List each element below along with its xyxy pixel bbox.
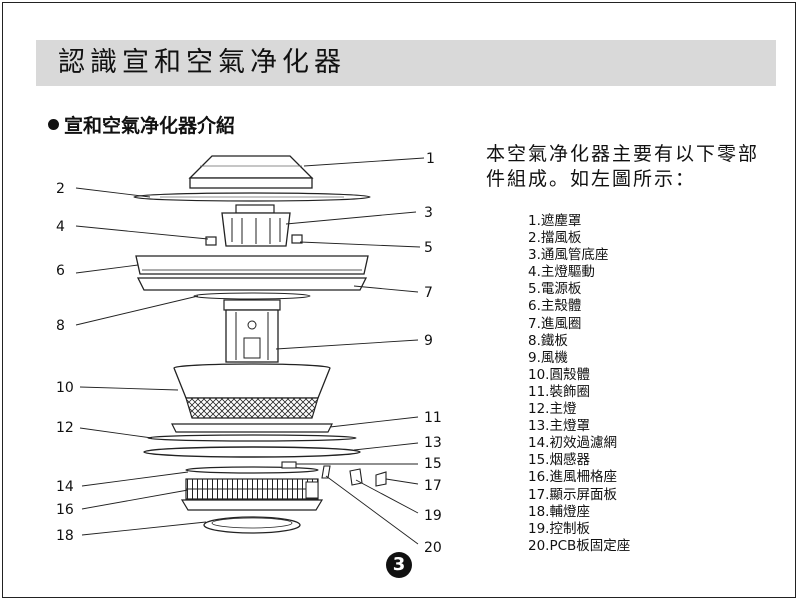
part-15-smoke-sensor bbox=[281, 461, 297, 469]
part-item: 15.烟感器 bbox=[528, 452, 590, 469]
callout-label: 12 bbox=[56, 420, 74, 436]
part-11-trim-ring bbox=[171, 423, 333, 433]
callout-label: 8 bbox=[56, 318, 65, 334]
part-item: 3.通風管底座 bbox=[528, 247, 609, 264]
bullet-icon bbox=[48, 119, 59, 130]
section-heading: 宣和空氣净化器介紹 bbox=[48, 114, 235, 138]
callout-label: 6 bbox=[56, 263, 65, 279]
part-item: 12.主燈 bbox=[528, 401, 577, 418]
part-item: 17.顯示屏面板 bbox=[528, 486, 617, 503]
part-item: 11.裝飾圈 bbox=[528, 383, 590, 400]
callout-label: 15 bbox=[424, 456, 442, 472]
part-item: 6.主殼體 bbox=[528, 298, 582, 315]
part-item: 10.圓殼體 bbox=[528, 366, 590, 383]
callout-label: 9 bbox=[424, 333, 433, 349]
title-banner bbox=[36, 40, 776, 86]
callout-label: 11 bbox=[424, 410, 442, 426]
callout-label: 5 bbox=[424, 240, 433, 256]
part-3-duct-base bbox=[221, 204, 291, 247]
part-5-power-board bbox=[291, 234, 303, 244]
intro-text: 本空氣净化器主要有以下零部 件組成。如左圖所示： bbox=[486, 142, 786, 192]
part-item: 2.擋風板 bbox=[528, 230, 582, 247]
part-item: 20.PCB板固定座 bbox=[528, 537, 631, 554]
part-8-iron-plate bbox=[193, 292, 311, 300]
part-item: 19.控制板 bbox=[528, 520, 590, 537]
part-17-display-panel bbox=[375, 471, 387, 487]
part-item: 7.進風圈 bbox=[528, 315, 582, 332]
part-12-main-lamp bbox=[147, 434, 357, 442]
part-1-dust-cover bbox=[188, 155, 314, 189]
callout-label: 1 bbox=[426, 151, 435, 167]
part-16-inlet-grille-seat bbox=[180, 478, 324, 511]
parts-list: 1.遮塵罩 2.擋風板 3.通風管底座 4.主燈驅動 5.電源板 6.主殼體 7… bbox=[528, 213, 630, 555]
callout-label: 7 bbox=[424, 285, 433, 301]
part-item: 14.初效過濾網 bbox=[528, 435, 617, 452]
part-item: 1.遮塵罩 bbox=[528, 213, 582, 229]
callout-label: 10 bbox=[56, 380, 74, 396]
callout-label: 13 bbox=[424, 435, 442, 451]
part-18-aux-lamp-seat bbox=[203, 516, 301, 534]
callout-label: 16 bbox=[56, 502, 74, 518]
page-title: 認識宣和空氣净化器 bbox=[58, 47, 346, 78]
callout-label: 14 bbox=[56, 479, 74, 495]
part-item: 13.主燈罩 bbox=[528, 418, 590, 435]
callout-label: 3 bbox=[424, 205, 433, 221]
part-7-inlet-ring bbox=[136, 277, 368, 291]
part-2-wind-plate bbox=[133, 192, 371, 202]
section-heading-text: 宣和空氣净化器介紹 bbox=[64, 115, 236, 137]
part-14-primary-filter bbox=[185, 466, 319, 474]
intro-line-1: 本空氣净化器主要有以下零部 bbox=[486, 143, 760, 165]
callout-label: 19 bbox=[424, 508, 442, 524]
part-item: 18.輔燈座 bbox=[528, 503, 590, 520]
leader-lines bbox=[75, 157, 425, 545]
callout-label: 20 bbox=[424, 540, 442, 556]
callout-label: 17 bbox=[424, 478, 442, 494]
part-item: 4.主燈驅動 bbox=[528, 264, 595, 281]
callout-label: 4 bbox=[56, 219, 65, 235]
part-6-main-housing bbox=[135, 255, 369, 275]
part-13-lamp-cover bbox=[143, 446, 361, 458]
callout-label: 2 bbox=[56, 181, 65, 197]
part-item: 8.鐵板 bbox=[528, 332, 568, 349]
part-item: 5.電源板 bbox=[528, 281, 582, 298]
part-9-fan bbox=[223, 299, 281, 363]
page-number: 3 bbox=[386, 552, 412, 578]
intro-line-2: 件組成。如左圖所示： bbox=[486, 168, 697, 190]
callout-label: 18 bbox=[56, 528, 74, 544]
part-item: 16.進風柵格座 bbox=[528, 469, 617, 486]
part-item: 9.風機 bbox=[528, 349, 568, 366]
part-4-lamp-driver bbox=[205, 236, 217, 246]
callout-labels: 1 2 3 4 5 6 7 8 9 10 11 12 13 14 15 16 1… bbox=[56, 151, 442, 556]
part-10-round-housing bbox=[173, 363, 331, 419]
